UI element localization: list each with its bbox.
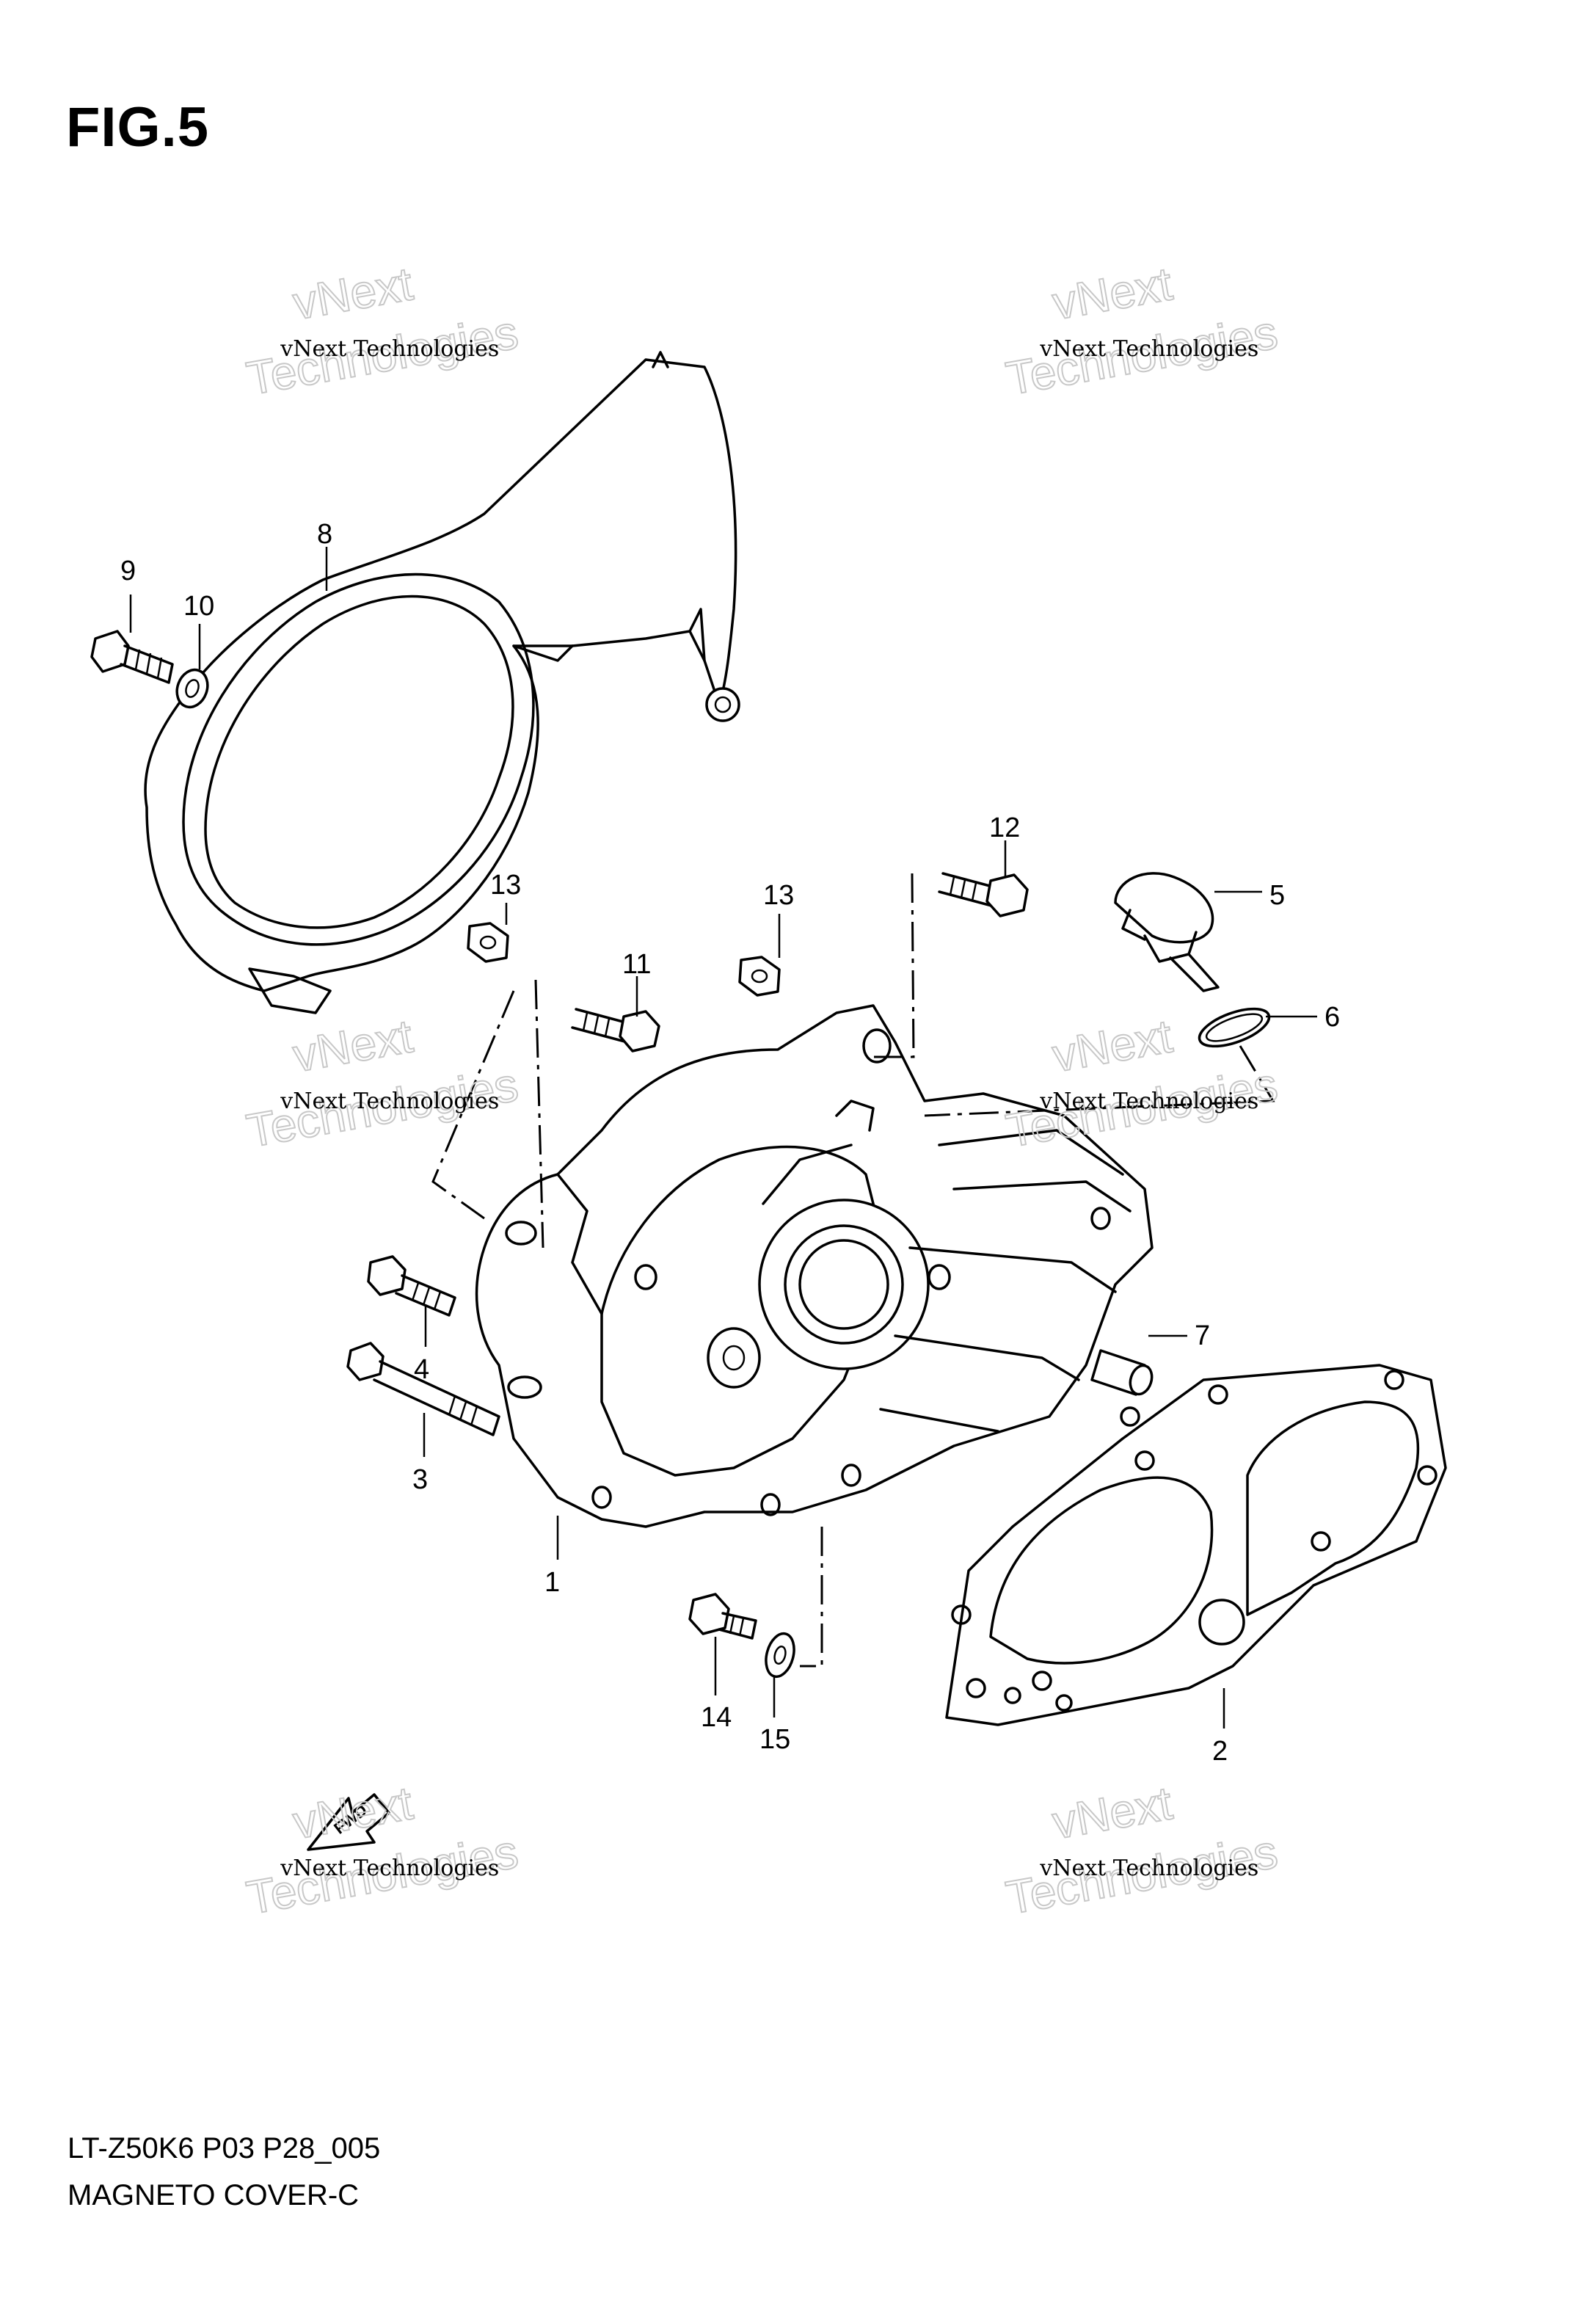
part-washer-15 xyxy=(765,1632,795,1679)
model-code: LT-Z50K6 P03 P28_005 xyxy=(68,2132,381,2164)
part-gasket-2 xyxy=(945,1364,1447,1726)
svg-text:vNext Technologies: vNext Technologies xyxy=(280,1855,499,1881)
svg-text:vNext Technologies: vNext Technologies xyxy=(1039,336,1258,362)
callout-9: 9 xyxy=(120,556,136,586)
part-dowel-pin-7 xyxy=(1090,1349,1154,1396)
part-magneto-cover-main xyxy=(475,1004,1154,1528)
figure-title: FIG.5 xyxy=(66,96,210,159)
watermark-1: vNext Technologies vNext Technologies xyxy=(242,256,522,406)
callout-3: 3 xyxy=(412,1464,428,1495)
fwd-arrow-icon: FWD xyxy=(307,1793,390,1851)
svg-text:vNext Technologies: vNext Technologies xyxy=(280,1088,499,1114)
svg-text:vNext: vNext xyxy=(289,1009,417,1082)
watermark-6: vNext Technologies vNext Technologies xyxy=(1002,1775,1282,1925)
svg-text:vNext Technologies: vNext Technologies xyxy=(280,336,499,362)
part-bolt-4 xyxy=(367,1255,456,1317)
part-nut-13a xyxy=(467,922,509,963)
callout-7: 7 xyxy=(1195,1320,1210,1351)
watermark-2: vNext Technologies vNext Technologies xyxy=(1002,256,1282,406)
callout-15: 15 xyxy=(759,1724,790,1755)
part-bolt-14 xyxy=(688,1593,757,1640)
svg-text:vNext: vNext xyxy=(289,257,417,330)
assembly-lines xyxy=(431,873,1275,1668)
part-bolt-12 xyxy=(938,872,1029,917)
callout-4: 4 xyxy=(414,1354,429,1385)
leader-lines xyxy=(129,547,1317,1728)
callout-10: 10 xyxy=(183,591,214,622)
callout-13a: 13 xyxy=(490,870,521,901)
callout-5: 5 xyxy=(1269,880,1285,911)
callout-2: 2 xyxy=(1212,1736,1228,1767)
svg-text:vNext: vNext xyxy=(1049,1009,1176,1082)
diagram-footer: LT-Z50K6 P03 P28_005 MAGNETO COVER-C xyxy=(68,2125,380,2219)
part-oil-filler-cap-5 xyxy=(1114,872,1220,992)
callout-1: 1 xyxy=(544,1567,560,1598)
watermark-4: vNext Technologies vNext Technologies xyxy=(1002,1008,1282,1158)
figure-caption: MAGNETO COVER-C xyxy=(68,2179,360,2211)
watermark-3: vNext Technologies vNext Technologies xyxy=(242,1008,522,1158)
part-washer-10 xyxy=(175,668,209,709)
svg-text:vNext Technologies: vNext Technologies xyxy=(1039,1855,1258,1881)
callout-8: 8 xyxy=(317,519,332,550)
callout-12: 12 xyxy=(989,813,1020,843)
callout-6: 6 xyxy=(1324,1002,1340,1033)
part-nut-13b xyxy=(738,956,781,997)
part-bolt-11 xyxy=(571,1008,660,1053)
svg-text:vNext: vNext xyxy=(1049,257,1176,330)
svg-text:vNext: vNext xyxy=(289,1776,417,1849)
callout-13b: 13 xyxy=(763,880,794,911)
svg-text:vNext Technologies: vNext Technologies xyxy=(1039,1088,1258,1114)
part-o-ring-6 xyxy=(1198,1007,1271,1048)
part-magneto-cover-outer xyxy=(144,351,740,1014)
part-bolt-9 xyxy=(90,630,174,684)
watermark-5: vNext Technologies vNext Technologies xyxy=(242,1775,522,1925)
svg-text:vNext: vNext xyxy=(1049,1776,1176,1849)
callout-14: 14 xyxy=(701,1702,732,1733)
callout-labels: 1 2 3 4 5 6 7 8 9 10 11 12 13 13 14 15 xyxy=(120,519,1340,1767)
callout-11: 11 xyxy=(622,949,651,980)
part-bolt-3 xyxy=(346,1342,500,1436)
